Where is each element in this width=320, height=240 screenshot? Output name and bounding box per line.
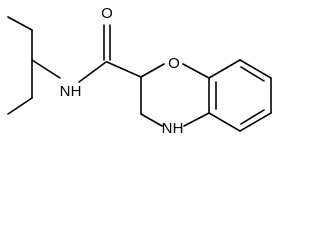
bond-n-carbonyl [78, 61, 107, 83]
atom-ring-o: O [168, 55, 180, 72]
benzene-ring [208, 59, 272, 132]
atom-ring-h: H [173, 120, 184, 137]
bond-carbonyl-c2 [106, 61, 142, 78]
atom-amide-h: H [71, 83, 82, 100]
bond-n4-c4a [183, 112, 210, 127]
atom-carbonyl-o: O [101, 5, 113, 22]
bond-c6-c5 [239, 112, 272, 132]
bond-ethyl2-ch3 [7, 97, 33, 115]
bond-ch-n [31, 59, 61, 79]
oxazine-ring [140, 63, 210, 127]
bond-c8a-c8 [208, 59, 241, 79]
atom-labels: N H O O N H [60, 5, 184, 137]
bond-c8-c7-inner [240, 66, 265, 82]
atom-ring-n: N [162, 120, 173, 137]
bond-c6-c5-inner [240, 109, 265, 125]
bond-c2-o1 [140, 63, 165, 78]
structure-svg: N H O O N H [7, 5, 272, 137]
amide-group [78, 24, 142, 83]
alkyl-group [7, 16, 61, 115]
bond-ethyl1-ch3 [7, 16, 33, 31]
bond-c8-c7 [239, 59, 272, 79]
atom-amide-n: N [60, 83, 71, 100]
bond-c3-n4 [140, 113, 163, 127]
bond-c5-c4a [208, 112, 241, 132]
bond-o1-c8a [182, 63, 210, 79]
molecule-diagram: N H O O N H [7, 5, 272, 137]
